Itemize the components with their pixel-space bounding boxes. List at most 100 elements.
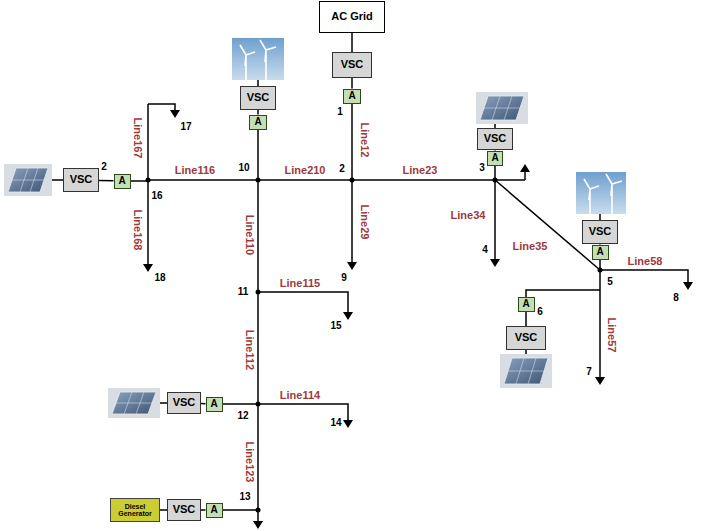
line-name: Line110	[244, 215, 255, 255]
picture-ground	[4, 164, 52, 196]
load-arrow	[595, 377, 605, 385]
node-text: AC Grid	[331, 11, 373, 23]
bus-number: 2	[101, 162, 107, 172]
picture-ground	[500, 354, 552, 388]
bus-number: 7	[586, 367, 592, 377]
load-arrow	[520, 164, 530, 172]
load-arrow	[143, 264, 153, 272]
converter-box: VSC	[582, 220, 618, 244]
wind-turbine-picture	[232, 38, 284, 80]
converter-box: VSC	[240, 86, 276, 110]
bus-dot	[146, 178, 151, 183]
solar-panel-picture	[108, 388, 160, 418]
bus13-tap	[223, 509, 258, 511]
meter-box: A	[206, 397, 223, 412]
connector-wire	[351, 78, 353, 89]
bus-number: 1	[337, 107, 343, 117]
bus16-tap	[130, 180, 148, 182]
node-text: A	[118, 176, 125, 187]
solar-panel-picture	[4, 164, 52, 196]
node-text: A	[254, 117, 261, 128]
line-name: Line34	[451, 210, 486, 221]
node-text: VSC	[173, 397, 196, 409]
bus3-load-wire	[524, 172, 526, 180]
load-arrow	[490, 259, 500, 267]
converter-box: VSC	[477, 128, 513, 150]
picture-lead	[160, 402, 167, 404]
bus-dot	[350, 178, 355, 183]
line29-wire	[351, 180, 353, 262]
line-name: Line112	[244, 330, 255, 370]
connector-wire	[525, 312, 527, 327]
picture-ground	[576, 172, 626, 214]
bus-dot	[256, 178, 261, 183]
picture-ground	[108, 388, 160, 418]
connector-wire	[351, 33, 353, 52]
node-text: VSC	[341, 59, 364, 71]
line-name: Line29	[359, 205, 370, 240]
load-arrow	[170, 110, 180, 118]
load-arrow	[343, 312, 353, 320]
main-bus-wire	[148, 179, 525, 181]
converter-box: VSC	[332, 52, 372, 78]
bus16-wire	[147, 104, 149, 264]
connector-wire	[99, 180, 114, 182]
line-name: Line35	[513, 241, 548, 252]
node-text: VSC	[70, 174, 93, 186]
solar-panel-picture	[500, 354, 552, 388]
bus-number: 17	[180, 122, 191, 132]
wind-turbine-picture	[576, 172, 626, 214]
bus-dot	[256, 290, 261, 295]
load-arrow	[683, 282, 693, 290]
turbine-strokes	[240, 40, 276, 80]
line-name: Line123	[244, 442, 255, 483]
solar-panel-picture	[476, 92, 528, 124]
picture-lead	[52, 179, 63, 181]
bus-wires	[52, 80, 688, 521]
grid-box: AC Grid	[319, 1, 385, 33]
node-text: A	[491, 153, 498, 164]
load-arrow	[347, 262, 357, 270]
bus-number: 9	[341, 273, 347, 283]
converter-box: VSC	[506, 326, 546, 350]
bus-number: 14	[330, 418, 341, 428]
panel-grid	[508, 358, 544, 384]
bus-dot	[598, 268, 603, 273]
bus-dot	[493, 178, 498, 183]
bus-number: 4	[482, 245, 488, 255]
bus-number: 2	[339, 164, 345, 174]
panel-face	[504, 358, 548, 384]
line-name: Line210	[285, 165, 326, 176]
line-name: Line115	[280, 278, 320, 289]
node-text: VSC	[515, 332, 538, 344]
bus-number: 12	[237, 411, 248, 421]
line-name: Line12	[359, 123, 370, 158]
picture-lead	[525, 350, 527, 354]
line167-wire	[148, 104, 175, 110]
node-text: Diesel Generator	[111, 503, 159, 518]
bus-dot	[256, 508, 261, 513]
node-text: VSC	[247, 92, 270, 104]
node-text: A	[348, 91, 355, 102]
node-text: A	[210, 399, 217, 410]
line-name: Line116	[175, 165, 215, 176]
panel-grid	[116, 392, 152, 414]
bus-number: 16	[151, 191, 162, 201]
node-text: A	[210, 505, 217, 516]
meter-box: A	[487, 151, 503, 166]
line-name: Line168	[132, 210, 143, 251]
line-name: Line58	[628, 256, 663, 267]
line115-wire	[258, 292, 348, 312]
panel-face	[8, 168, 48, 192]
connector-wire	[160, 509, 167, 511]
panel-face	[480, 96, 524, 120]
meter-box: A	[114, 174, 131, 189]
bus-number: 11	[238, 287, 249, 297]
line-name: Line57	[606, 318, 617, 353]
line12-wire	[351, 102, 353, 180]
converter-box: VSC	[63, 168, 99, 192]
bus-number: 3	[479, 163, 485, 173]
meter-box: A	[343, 89, 361, 104]
